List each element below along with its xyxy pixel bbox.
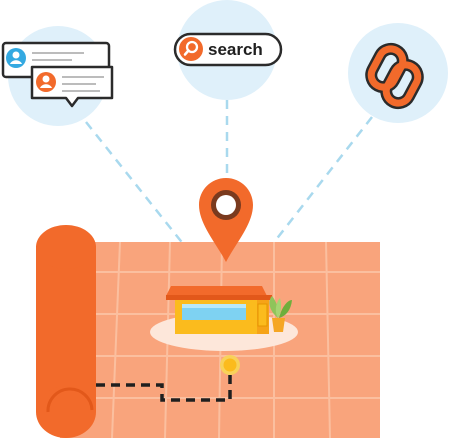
connector-line-link (267, 116, 373, 251)
storefront (150, 286, 298, 351)
search-badge: search (173, 32, 283, 67)
search-circle: search (173, 0, 283, 100)
chat-bubbles-icon (1, 41, 114, 108)
connector-line-chat (85, 121, 189, 251)
link-circle (348, 23, 448, 123)
potted-plant-icon (269, 296, 292, 332)
chain-link-icon (365, 42, 424, 110)
chat-circle (1, 26, 114, 126)
connector-lines (85, 100, 373, 251)
search-icon (179, 37, 203, 61)
search-label: search (208, 40, 263, 59)
storefront-icon (166, 286, 272, 334)
route-path (96, 372, 232, 402)
map-roll (36, 225, 96, 438)
route-endpoint (220, 355, 240, 375)
location-pin-icon (199, 178, 253, 262)
